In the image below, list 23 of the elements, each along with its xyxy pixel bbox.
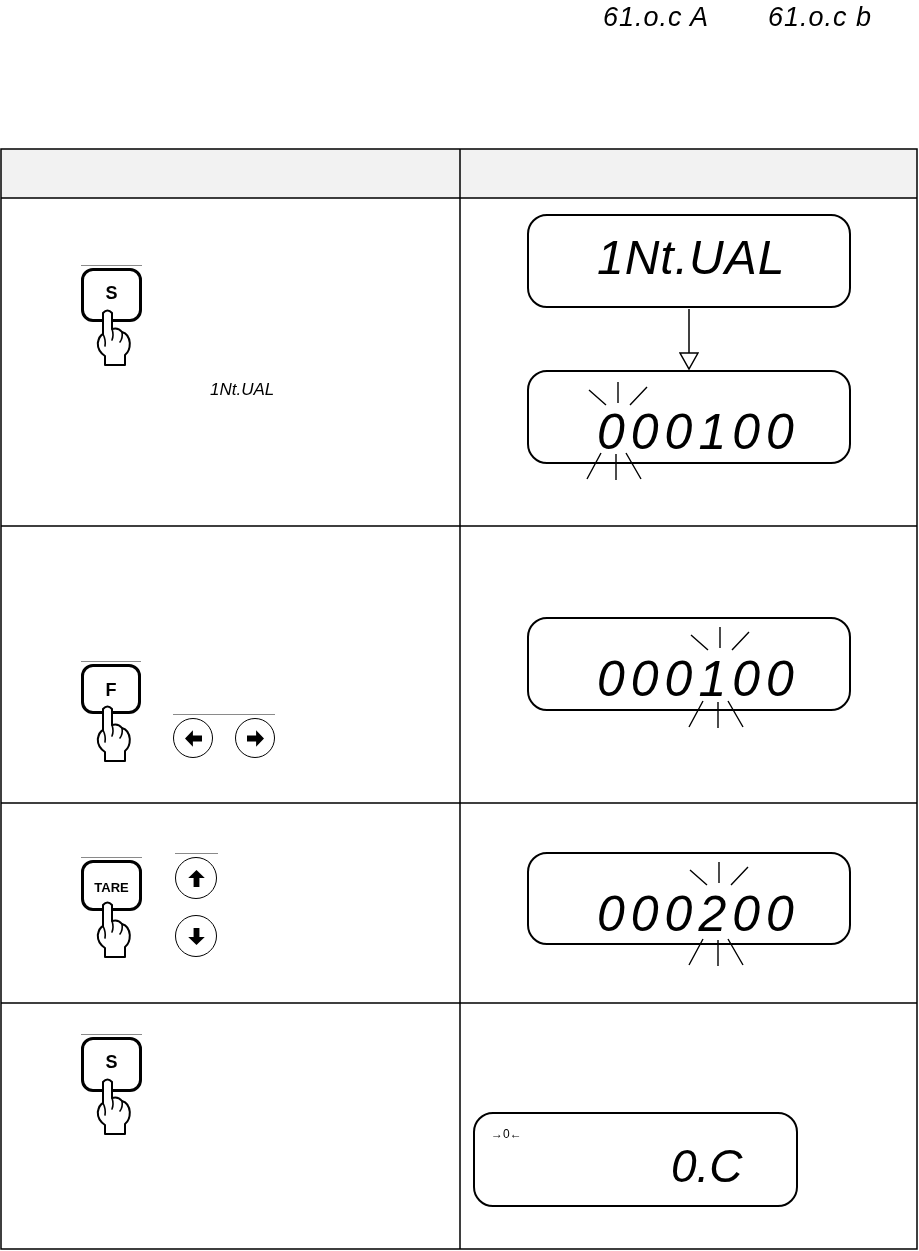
arrow-key bbox=[173, 718, 213, 758]
display-readout: 000200 bbox=[597, 889, 800, 939]
display-readout: 1Nt.UAL bbox=[597, 234, 786, 282]
lcd-display bbox=[527, 370, 851, 464]
arrow-key bbox=[175, 857, 217, 899]
keypad-key: F bbox=[81, 664, 141, 714]
lcd-display bbox=[527, 214, 851, 308]
arrow bbox=[679, 308, 699, 370]
lcd-display bbox=[527, 852, 851, 945]
display-readout: 0.C bbox=[671, 1143, 743, 1189]
arrow-key bbox=[175, 915, 217, 957]
display-readout: 000100 bbox=[597, 654, 800, 704]
display-readout: 000100 bbox=[597, 407, 800, 457]
arrow-key bbox=[235, 718, 275, 758]
lcd-display bbox=[527, 617, 851, 711]
keypad-key: S bbox=[81, 1037, 142, 1092]
lcd-display bbox=[473, 1112, 798, 1207]
menu-code: 61.o.c b bbox=[768, 4, 873, 31]
zero-indicator: →0← bbox=[491, 1128, 522, 1140]
menu-code: 61.o.c A bbox=[603, 4, 710, 31]
menu-code: 1Nt.UAL bbox=[210, 381, 275, 398]
keypad-key: TARE bbox=[81, 860, 142, 911]
keypad-key: S bbox=[81, 268, 142, 322]
